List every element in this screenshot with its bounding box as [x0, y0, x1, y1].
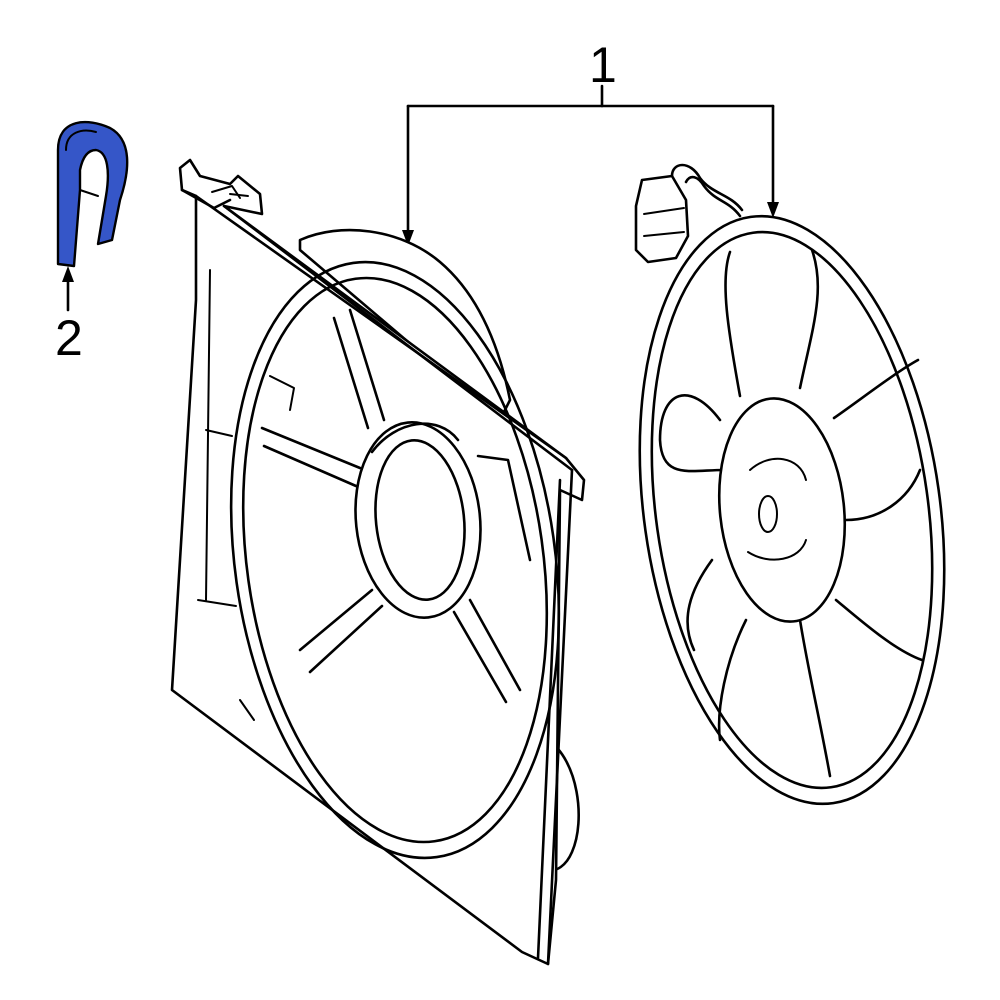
- callout-2-label: 2: [55, 310, 83, 366]
- fan-blade[interactable]: [604, 163, 980, 824]
- clip-body: [56, 121, 129, 268]
- callout-1-label: 1: [589, 37, 617, 93]
- callout-2-leader: [62, 266, 74, 312]
- callout-1-leader: [402, 84, 779, 246]
- fan-shroud[interactable]: [170, 158, 595, 966]
- clip-part[interactable]: [56, 121, 129, 268]
